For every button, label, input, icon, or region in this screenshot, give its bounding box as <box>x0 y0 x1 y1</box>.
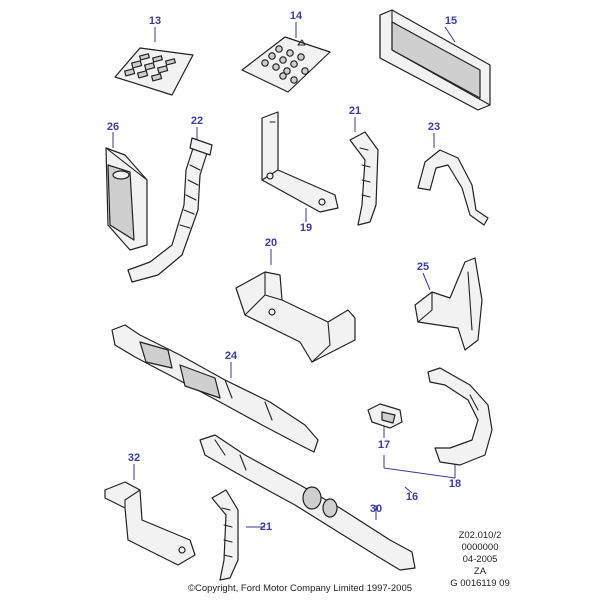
part-24-strap-bracket <box>111 324 319 453</box>
part-21-clip-top <box>349 131 379 226</box>
callout-30: 30 <box>369 503 383 515</box>
callout-32: 32 <box>127 452 141 464</box>
callout-21-top: 21 <box>348 105 362 117</box>
callout-19: 19 <box>299 222 313 234</box>
ref-line-3: 04-2005 <box>462 554 498 565</box>
callout-17: 17 <box>377 439 391 451</box>
part-30-rod <box>199 434 416 571</box>
ref-line-4: ZA <box>473 566 487 577</box>
ref-line-1: Z02.010/2 <box>458 530 502 541</box>
callout-26: 26 <box>106 121 120 133</box>
part-26-packet <box>105 147 148 251</box>
callout-21-bottom: 21 <box>259 521 273 533</box>
part-17-small-clip <box>367 403 403 429</box>
callout-13: 13 <box>148 15 162 27</box>
part-23-omega-clip <box>417 149 489 226</box>
part-32-bracket <box>104 481 196 566</box>
leader-lines <box>112 22 456 528</box>
part-25-bracket <box>414 257 483 351</box>
drawing-reference: Z02.010/2 0000000 04-2005 ZA G 0016119 0… <box>440 530 520 590</box>
callout-18: 18 <box>448 478 462 490</box>
copyright-notice: ©Copyright, Ford Motor Company Limited 1… <box>187 583 413 594</box>
ref-line-2: 0000000 <box>461 542 499 553</box>
callout-15: 15 <box>444 15 458 27</box>
part-19-bracket <box>261 111 339 213</box>
part-15-frame <box>379 9 491 111</box>
part-22-strap <box>127 137 213 283</box>
callout-23: 23 <box>427 121 441 133</box>
part-14-keypad <box>241 36 331 93</box>
part-20-u-bracket <box>235 271 356 363</box>
callout-25: 25 <box>416 261 430 273</box>
callout-16: 16 <box>405 491 419 503</box>
ref-line-5: G 0016119 09 <box>450 578 510 589</box>
part-18-strap <box>427 367 493 466</box>
callout-20: 20 <box>264 237 278 249</box>
callout-14: 14 <box>289 10 303 22</box>
callout-24: 24 <box>224 350 238 362</box>
callout-22: 22 <box>190 115 204 127</box>
part-21-clip-bottom <box>211 489 239 581</box>
part-13-keypad <box>114 47 194 96</box>
